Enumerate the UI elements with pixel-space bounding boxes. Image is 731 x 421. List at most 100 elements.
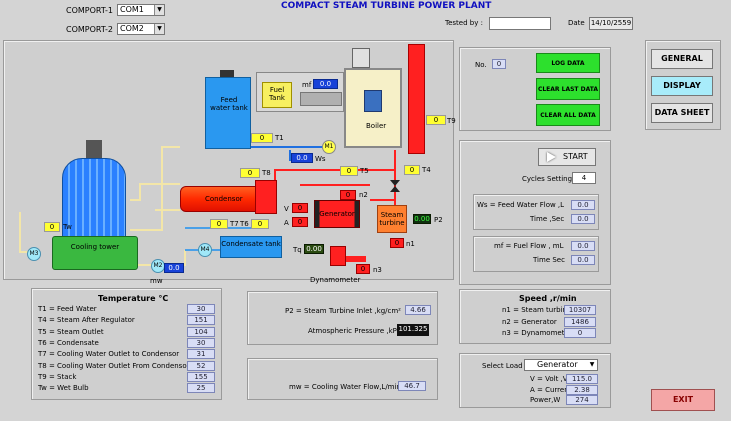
page-title: COMPACT STEAM TURBINE POWER PLANT	[281, 1, 492, 11]
start-button[interactable]: START	[538, 148, 596, 166]
chevron-down-icon[interactable]: ▼	[587, 360, 597, 370]
temperature-row-value: 30	[187, 337, 215, 348]
temperature-row-label: Tw = Wet Bulb	[38, 384, 89, 393]
t1-label: T1	[275, 134, 284, 142]
cycles-input[interactable]: 4	[572, 172, 596, 184]
dynamometer-label: Dynamometer	[310, 276, 361, 284]
p2-value: 0.00	[413, 214, 431, 224]
cooling-tower-fan	[86, 140, 102, 160]
log-data-button[interactable]: LOG DATA	[536, 53, 600, 73]
pump-m2: M2	[151, 259, 165, 273]
ws-flow-value: 0.0	[571, 200, 595, 210]
a-value: 0	[292, 217, 308, 227]
tq-label: Tq	[293, 246, 302, 254]
exit-button[interactable]: EXIT	[651, 389, 715, 411]
generator: Generator	[314, 200, 360, 228]
p2-inlet-label: P2 = Steam Turbine Inlet ,kg/cm²	[285, 307, 401, 315]
t6-value: 0	[251, 219, 269, 229]
speed-row-value: 1486	[564, 316, 596, 327]
comport2-value: COM2	[120, 24, 144, 33]
t7-value: 0	[210, 219, 228, 229]
pump-m4: M4	[198, 243, 212, 257]
log-no-value: 0	[492, 59, 506, 69]
speed-title: Speed ,r/min	[519, 294, 577, 303]
temperature-row-label: T8 = Cooling Water Outlet From Condensor	[38, 361, 190, 370]
temperature-row-value: 30	[187, 304, 215, 314]
n2-label: n2	[359, 191, 368, 199]
clear-last-data-button[interactable]: CLEAR LAST DATA	[536, 78, 600, 100]
mw-flow-value: 46.7	[398, 381, 426, 391]
mw-value: 0.0	[164, 263, 184, 273]
v-label: V	[284, 205, 289, 213]
cooling-tower	[62, 158, 126, 240]
pump-m3: M3	[27, 247, 41, 261]
comport2-label: COMPORT-2	[66, 25, 114, 34]
speed-row-value: 0	[564, 328, 596, 338]
select-load-value: Generator	[537, 360, 578, 369]
t8-label: T8	[262, 169, 271, 177]
condensor-label: Condensor	[205, 195, 243, 203]
t8-value: 0	[240, 168, 260, 178]
temperature-row-label: T1 = Feed Water	[38, 305, 97, 313]
mf-time-label: Time Sec	[533, 256, 565, 264]
display-button[interactable]: DISPLAY	[651, 76, 713, 96]
n1-label: n1	[406, 240, 415, 248]
chevron-down-icon[interactable]: ▼	[154, 24, 164, 34]
mf-time-value: 0.0	[571, 255, 595, 265]
comport1-select[interactable]: COM1 ▼	[117, 4, 165, 16]
ws-value: 0.0	[291, 153, 313, 163]
temperature-row-value: 151	[187, 315, 215, 326]
speed-row-value: 10307	[564, 305, 596, 315]
regulator-valve-icon	[390, 180, 400, 192]
ws-label: Ws	[315, 155, 326, 163]
load-row-label: V = Volt ,V	[530, 375, 568, 383]
data-sheet-button[interactable]: DATA SHEET	[651, 103, 713, 123]
temperature-row-value: 52	[187, 360, 215, 371]
comport1-value: COM1	[120, 5, 144, 14]
speed-row-label: n2 = Generator	[502, 317, 557, 326]
clear-all-data-button[interactable]: CLEAR ALL DATA	[536, 104, 600, 126]
fuel-tank: Fuel Tank	[262, 82, 292, 108]
n1-value: 0	[390, 238, 404, 248]
load-row-label: A = Current ,A	[530, 385, 581, 394]
p2-label: P2	[434, 216, 443, 224]
chevron-down-icon[interactable]: ▼	[154, 5, 164, 15]
dynamometer	[330, 246, 346, 266]
date-label: Date	[568, 19, 585, 27]
n3-label: n3	[373, 266, 382, 274]
fuel-scale	[300, 92, 342, 106]
n2-value: 0	[340, 190, 356, 200]
condensate-tank: Condensate tank	[220, 236, 282, 258]
general-button[interactable]: GENERAL	[651, 49, 713, 69]
ws-time-value: 0.0	[571, 214, 595, 224]
tested-by-label: Tested by :	[445, 19, 483, 27]
temperature-row-label: T4 = Steam After Regulator	[38, 316, 135, 325]
speed-row-label: n3 = Dynamometer	[502, 329, 572, 337]
tested-by-input[interactable]	[489, 17, 551, 30]
start-label: START	[563, 152, 588, 161]
steam-turbine: Steam turbine	[377, 205, 407, 233]
stack	[408, 44, 425, 154]
pump-m1: M1	[322, 140, 336, 154]
t7-label: T7	[230, 220, 239, 228]
temperature-row-value: 104	[187, 326, 215, 337]
temperature-row-value: 31	[187, 349, 215, 360]
t5-value: 0	[340, 166, 358, 176]
atm-pressure-label: Atmospheric Pressure ,kPa	[308, 327, 401, 335]
tw-value: 0	[44, 222, 60, 232]
load-row-label: Power,W	[530, 396, 561, 404]
n3-value: 0	[356, 264, 370, 274]
boiler-window	[364, 90, 382, 112]
mf-label: mf	[302, 81, 312, 89]
temperature-row-label: T5 = Steam Outlet	[38, 327, 104, 336]
pressure-panel	[247, 291, 438, 345]
t9-label: T9	[447, 117, 456, 125]
t6-label: T6	[240, 220, 249, 228]
t4-value: 0	[404, 165, 420, 175]
date-value: 14/10/2559	[589, 17, 633, 30]
mw-label: mw	[150, 277, 163, 285]
select-load-dropdown[interactable]: Generator ▼	[524, 359, 598, 371]
boiler: Boiler	[344, 68, 402, 148]
load-row-value: 115.0	[566, 374, 598, 384]
comport2-select[interactable]: COM2 ▼	[117, 23, 165, 35]
